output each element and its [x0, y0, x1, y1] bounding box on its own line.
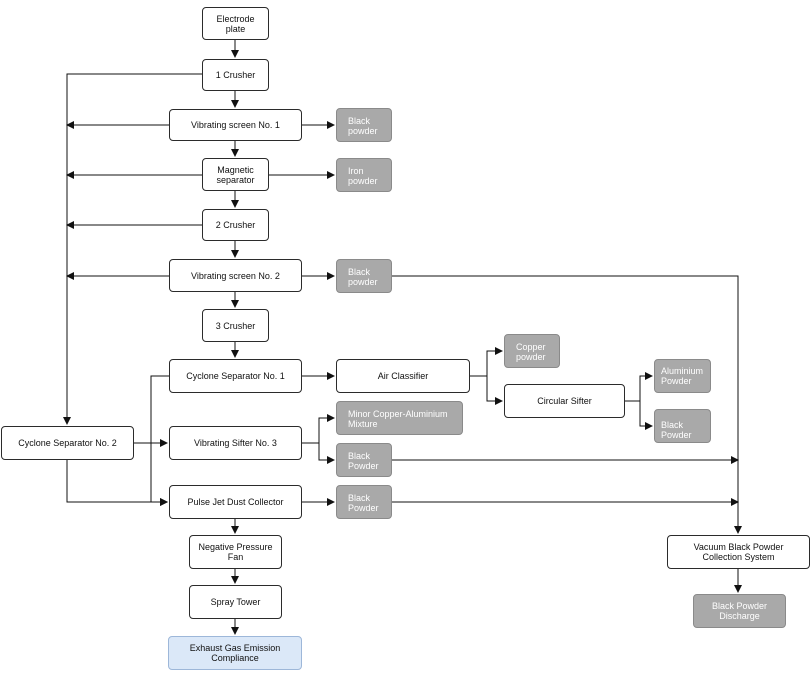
- node-circular-sifter: Circular Sifter: [504, 384, 625, 418]
- node-negative-pressure-fan: Negative Pressure Fan: [189, 535, 282, 569]
- connector-vibrating-sifter-3-to-black-powder-sifter: [318, 443, 335, 464]
- node-vacuum-collection: Vacuum Black Powder Collection System: [667, 535, 810, 569]
- node-iron-powder: Iron powder: [336, 158, 392, 192]
- node-vibrating-sifter-3: Vibrating Sifter No. 3: [169, 426, 302, 460]
- connector-vibrating-sifter-3-to-minor-copper-aluminium: [302, 414, 335, 444]
- connector-cyclone-separator-2-to-pulse-jet-dust-collector: [66, 460, 168, 506]
- node-crusher-2: 2 Crusher: [202, 209, 269, 241]
- node-black-powder-1: Black powder: [336, 108, 392, 142]
- node-aluminium-powder: Aluminium Powder: [654, 359, 711, 393]
- connector-cyclone-separator-1-to-pulse-jet-dust-collector: [150, 375, 169, 506]
- node-black-powder-pulse: Black Powder: [336, 485, 392, 519]
- node-copper-powder: Copper powder: [504, 334, 560, 368]
- node-crusher-3: 3 Crusher: [202, 309, 269, 342]
- node-electrode-plate: Electrode plate: [202, 7, 269, 40]
- node-exhaust-gas: Exhaust Gas Emission Compliance: [168, 636, 302, 670]
- node-air-classifier: Air Classifier: [336, 359, 470, 393]
- node-vibrating-screen-1: Vibrating screen No. 1: [169, 109, 302, 141]
- connector-air-classifier-to-copper-powder: [470, 347, 503, 377]
- node-black-powder-2: Black powder: [336, 259, 392, 293]
- connector-crusher-1-to-cyclone-separator-2: [63, 73, 202, 425]
- node-black-powder-circular: Black Powder: [654, 409, 711, 443]
- connector-air-classifier-to-circular-sifter: [486, 376, 503, 405]
- node-minor-copper-aluminium: Minor Copper-Aluminium Mixture: [336, 401, 463, 435]
- node-black-powder-sifter: Black Powder: [336, 443, 392, 477]
- node-crusher-1: 1 Crusher: [202, 59, 269, 91]
- node-cyclone-separator-1: Cyclone Separator No. 1: [169, 359, 302, 393]
- node-vibrating-screen-2: Vibrating screen No. 2: [169, 259, 302, 292]
- node-magnetic-separator: Magnetic separator: [202, 158, 269, 191]
- node-pulse-jet-dust-collector: Pulse Jet Dust Collector: [169, 485, 302, 519]
- connector-circular-sifter-to-aluminium-powder: [625, 372, 653, 402]
- node-black-powder-discharge: Black Powder Discharge: [693, 594, 786, 628]
- node-spray-tower: Spray Tower: [189, 585, 282, 619]
- connector-circular-sifter-to-black-powder-circular: [639, 401, 653, 430]
- connector-black-powder-2-to-vacuum-collection: [392, 275, 742, 534]
- node-cyclone-separator-2: Cyclone Separator No. 2: [1, 426, 134, 460]
